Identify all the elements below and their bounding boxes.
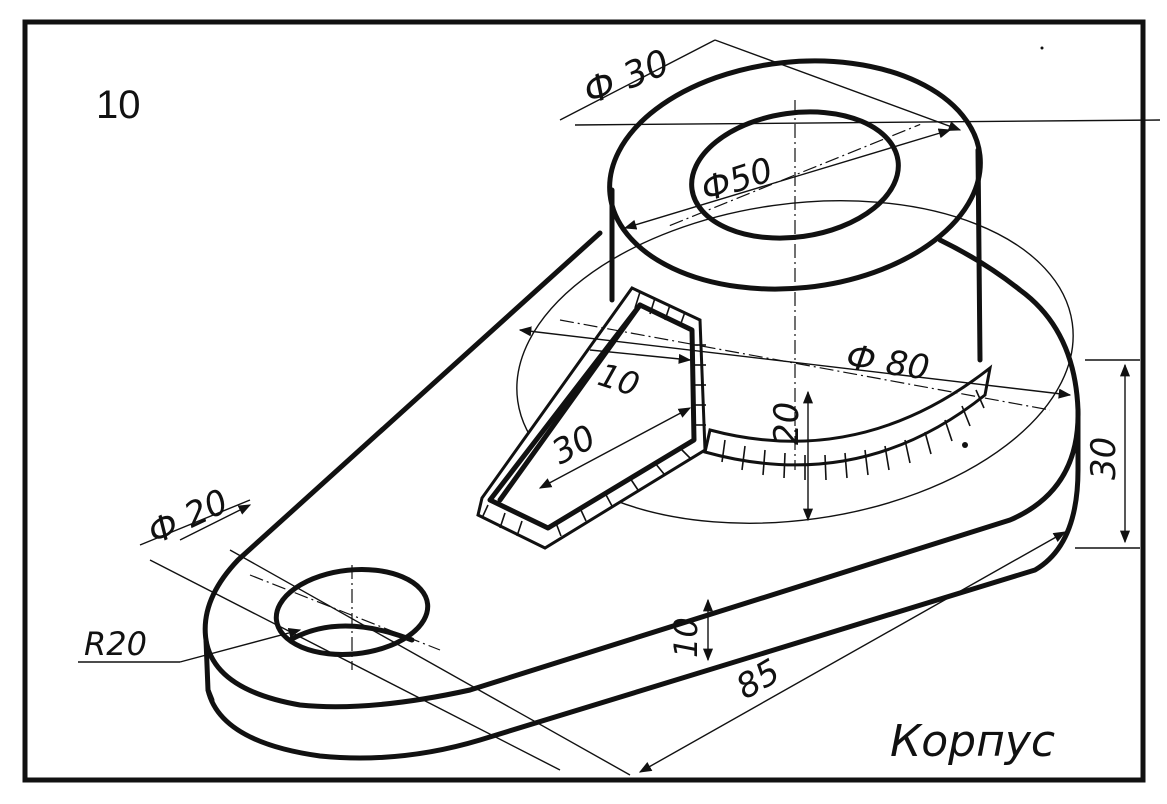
dim-base-total-height: 30 <box>1084 437 1124 480</box>
dim-plate-thickness: 10 <box>667 617 705 658</box>
drawing-frame <box>22 19 1146 783</box>
dimension-lines <box>78 39 1161 773</box>
weld-bead-cylinder <box>703 364 993 481</box>
figure-caption: Корпус <box>890 716 1055 767</box>
dot-mark <box>1040 46 1044 50</box>
dim-base-circle-diameter: Ф 80 <box>844 337 932 388</box>
dim-hole-diameter: Ф 20 <box>142 482 234 553</box>
dim-top-inner-diameter: Ф 30 <box>578 42 675 113</box>
dim-top-outer-diameter: Ф50 <box>696 150 777 210</box>
dim-end-radius: R20 <box>84 625 147 663</box>
mounting-hole <box>273 566 431 658</box>
dot-mark <box>962 442 968 448</box>
base-plate <box>202 230 1081 761</box>
dim-weld-height: 20 <box>767 402 807 445</box>
figure-number: 10 <box>96 83 141 127</box>
